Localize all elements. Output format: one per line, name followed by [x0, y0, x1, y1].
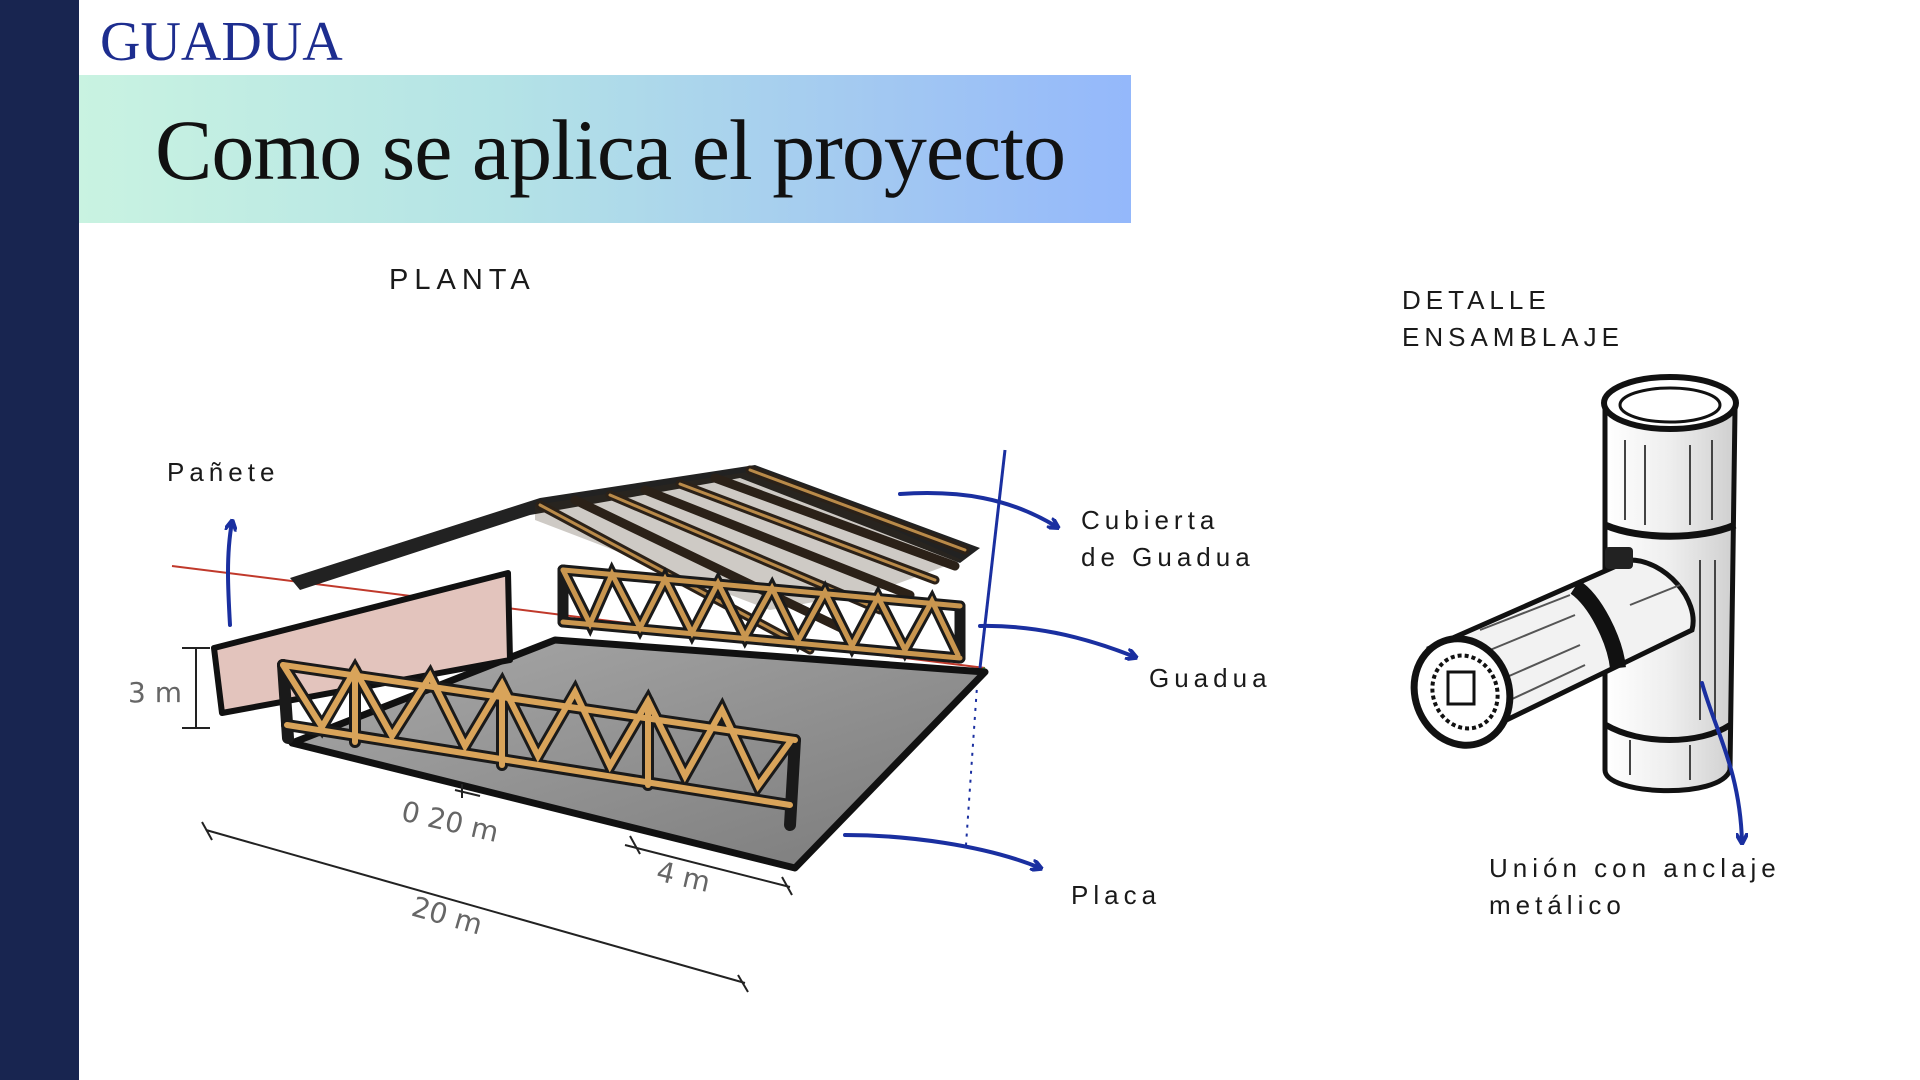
planta-diagram: 3 m 0 20 m 4 m 20 m [128, 449, 1135, 993]
dimension-height: 3 m [128, 676, 182, 709]
arrow-placa [843, 833, 1040, 868]
front-truss [277, 657, 801, 831]
page-title: Como se aplica el proyecto [155, 102, 1066, 198]
dimension-spacing: 0 20 m [398, 795, 501, 849]
detalle-diagram [1410, 374, 1742, 842]
detalle-heading-line2: ENSAMBLAJE [1402, 322, 1624, 352]
bamboo-branch [1410, 547, 1696, 749]
dimension-lines [182, 647, 793, 993]
label-union-line2: metálico [1489, 890, 1626, 920]
arrow-cubierta [898, 491, 1057, 527]
label-cubierta-line2: de Guadua [1081, 542, 1255, 572]
sidebar-strip [0, 0, 79, 1080]
title-banner [79, 75, 1131, 223]
detalle-heading-line1: DETALLE [1402, 285, 1551, 315]
vertical-guide-dotted [965, 671, 979, 846]
arrow-union [1700, 681, 1742, 842]
vertical-guide-line [978, 449, 1007, 669]
callout-arrows [228, 491, 1135, 868]
arrow-guadua [978, 623, 1135, 657]
dimension-width: 4 m [653, 855, 713, 899]
arrow-panete [228, 522, 232, 627]
label-placa: Placa [1071, 880, 1162, 910]
brand-title: GUADUA [100, 11, 343, 73]
label-cubierta-line1: Cubierta [1081, 505, 1220, 535]
planta-heading: PLANTA [389, 264, 536, 296]
label-union-line1: Unión con anclaje [1489, 853, 1781, 883]
label-panete: Pañete [167, 457, 280, 487]
dimension-length: 20 m [408, 890, 486, 942]
label-guadua: Guadua [1149, 663, 1272, 693]
back-truss [557, 561, 966, 664]
